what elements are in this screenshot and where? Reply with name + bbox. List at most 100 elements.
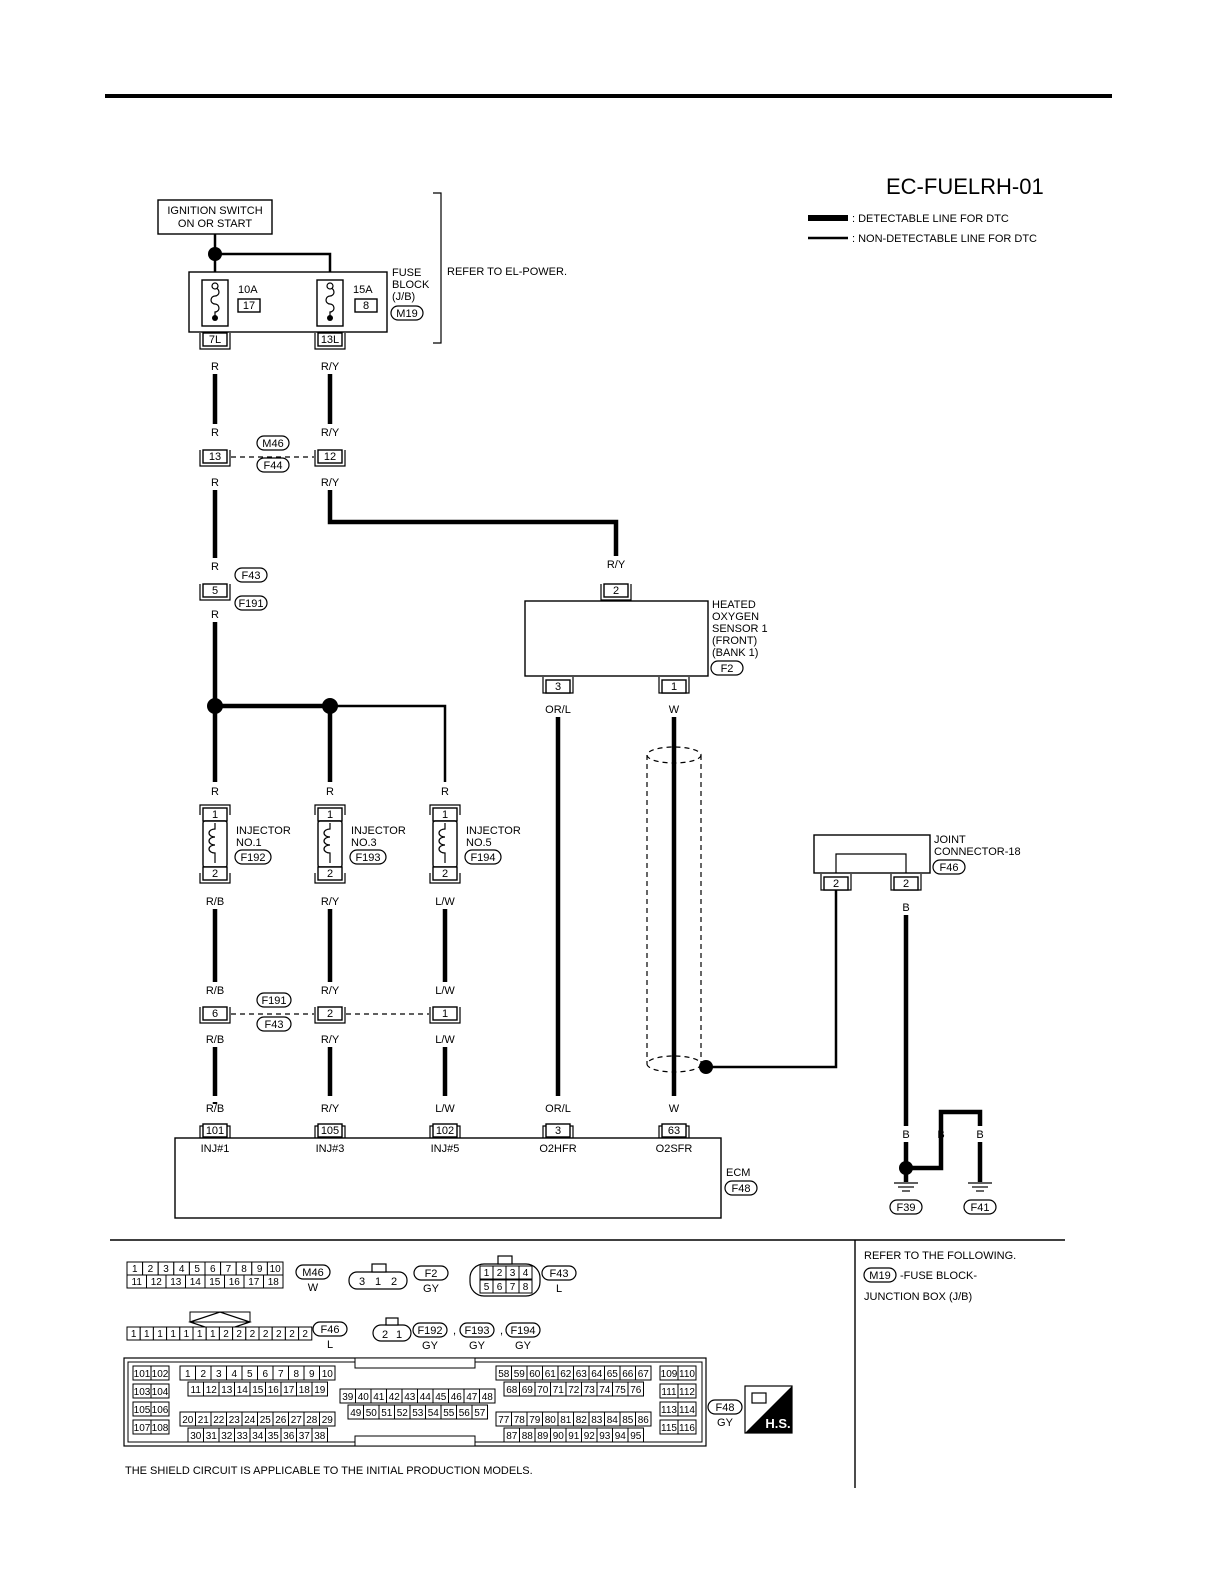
injector-5: 1 2 INJECTOR NO.5 F194: [429, 804, 521, 884]
f48-pin: 75: [615, 1385, 627, 1396]
f43-pin: 2: [497, 1268, 503, 1279]
svg-text:13: 13: [209, 451, 221, 463]
f48-pin: 45: [435, 1392, 447, 1403]
f43-pin: 1: [484, 1268, 490, 1279]
svg-text:101: 101: [206, 1125, 224, 1137]
hs-label: H.S.: [765, 1416, 790, 1431]
svg-text:INJ#3: INJ#3: [316, 1143, 345, 1155]
svg-text:M19: M19: [396, 308, 417, 320]
f48-pin: 73: [584, 1385, 596, 1396]
f48-pin: 64: [591, 1369, 603, 1380]
svg-text:R: R: [211, 361, 219, 373]
f48-pin: 16: [268, 1385, 280, 1396]
f48-pin: 34: [252, 1431, 264, 1442]
f48-pin: 15: [252, 1385, 264, 1396]
svg-text:2: 2: [613, 585, 619, 597]
f48-pin: 77: [498, 1415, 510, 1426]
f48-cell: [311, 1381, 328, 1397]
svg-text:2: 2: [903, 878, 909, 890]
f48-pin: 59: [514, 1369, 526, 1380]
f19x-id-pill: [459, 1322, 495, 1338]
svg-text:2: 2: [442, 868, 448, 880]
svg-text:OR/L: OR/L: [545, 704, 571, 716]
svg-text:(FRONT): (FRONT): [712, 635, 757, 647]
f48-pin: 69: [522, 1385, 534, 1396]
svg-text:1: 1: [327, 809, 333, 821]
svg-text:2: 2: [212, 868, 218, 880]
svg-text:W: W: [669, 1103, 680, 1115]
svg-text:R: R: [211, 609, 219, 621]
svg-text:F194: F194: [470, 852, 495, 864]
f48-pin: 12: [206, 1385, 218, 1396]
f48-cell: [150, 1365, 170, 1381]
f48-pin: 22: [213, 1415, 225, 1426]
legend: : DETECTABLE LINE FOR DTC : NON-DETECTAB…: [808, 213, 1037, 245]
connector-m46-f44: 13 12 M46 F44: [199, 435, 346, 473]
f48-pin: 50: [366, 1408, 378, 1419]
svg-text:INJ#1: INJ#1: [201, 1143, 230, 1155]
f48-pin: 61: [545, 1369, 557, 1380]
f48-pin: 92: [584, 1431, 596, 1442]
f48-pin: 54: [428, 1408, 440, 1419]
f46-pin: 1: [157, 1329, 163, 1340]
svg-text:INJECTOR: INJECTOR: [466, 825, 521, 837]
f46-pin: 1: [197, 1329, 203, 1340]
f48-pin: 31: [206, 1431, 218, 1442]
svg-text:R/B: R/B: [206, 896, 224, 908]
joint-connector-18: JOINT CONNECTOR-18 F46 2 2: [813, 834, 1021, 891]
m46-pin: 7: [226, 1264, 232, 1275]
svg-text:M19: M19: [869, 1270, 890, 1282]
svg-text:R/Y: R/Y: [321, 985, 340, 997]
svg-text:INJ#5: INJ#5: [431, 1143, 460, 1155]
f48-latch: [354, 1435, 476, 1447]
f46-pin: 2: [289, 1329, 295, 1340]
svg-text:F192: F192: [240, 852, 265, 864]
f48-pin: 78: [514, 1415, 526, 1426]
f43-id-pill: [541, 1265, 577, 1281]
f48-pin: 95: [630, 1431, 642, 1442]
m46-pin: 8: [241, 1264, 247, 1275]
svg-text:7L: 7L: [209, 334, 221, 346]
f48-id: F48: [716, 1402, 735, 1414]
f48-cell: [677, 1365, 697, 1381]
svg-text:B: B: [902, 902, 909, 914]
f48-pin: 68: [506, 1385, 518, 1396]
svg-text:R/Y: R/Y: [321, 361, 340, 373]
m46-pin: 14: [190, 1277, 202, 1288]
svg-text:1: 1: [671, 681, 677, 693]
f48-cell: [677, 1383, 697, 1399]
svg-text:F39: F39: [897, 1202, 916, 1214]
f48-pin: 113: [661, 1405, 677, 1416]
fuse-block: 10A 17 15A 8 FUSE BLOCK (J/B) M19: [188, 267, 430, 333]
f46-pin: 1: [210, 1329, 216, 1340]
m46-pin: 10: [270, 1264, 282, 1275]
refer-power: REFER TO EL-POWER.: [447, 266, 567, 278]
svg-text:13L: 13L: [321, 334, 339, 346]
f48-pin: 8: [293, 1369, 299, 1380]
f48-pin: 106: [152, 1405, 169, 1416]
svg-text:R/Y: R/Y: [321, 1034, 340, 1046]
svg-text:R/Y: R/Y: [321, 477, 340, 489]
f48-cell: [471, 1404, 488, 1420]
svg-text:12: 12: [324, 451, 336, 463]
svg-text:F44: F44: [264, 460, 283, 472]
svg-text:2: 2: [833, 878, 839, 890]
svg-text:2: 2: [327, 1008, 333, 1020]
svg-text:8: 8: [363, 300, 369, 312]
svg-text:6: 6: [212, 1008, 218, 1020]
m46-pin: 4: [179, 1264, 185, 1275]
svg-text:(BANK 1): (BANK 1): [712, 647, 758, 659]
f19x-sep: ,: [500, 1325, 503, 1337]
svg-text:5: 5: [212, 585, 218, 597]
svg-text:F43: F43: [242, 570, 261, 582]
f48-pin: 55: [443, 1408, 455, 1419]
f48-pin: 82: [576, 1415, 588, 1426]
f48-pin: 21: [198, 1415, 210, 1426]
svg-text:F191: F191: [238, 598, 263, 610]
f48-pin: 37: [299, 1431, 311, 1442]
f43-pin: 8: [523, 1282, 529, 1293]
svg-text:102: 102: [436, 1125, 454, 1137]
f46-color: L: [327, 1339, 333, 1351]
f19x-id: F193: [464, 1325, 489, 1337]
